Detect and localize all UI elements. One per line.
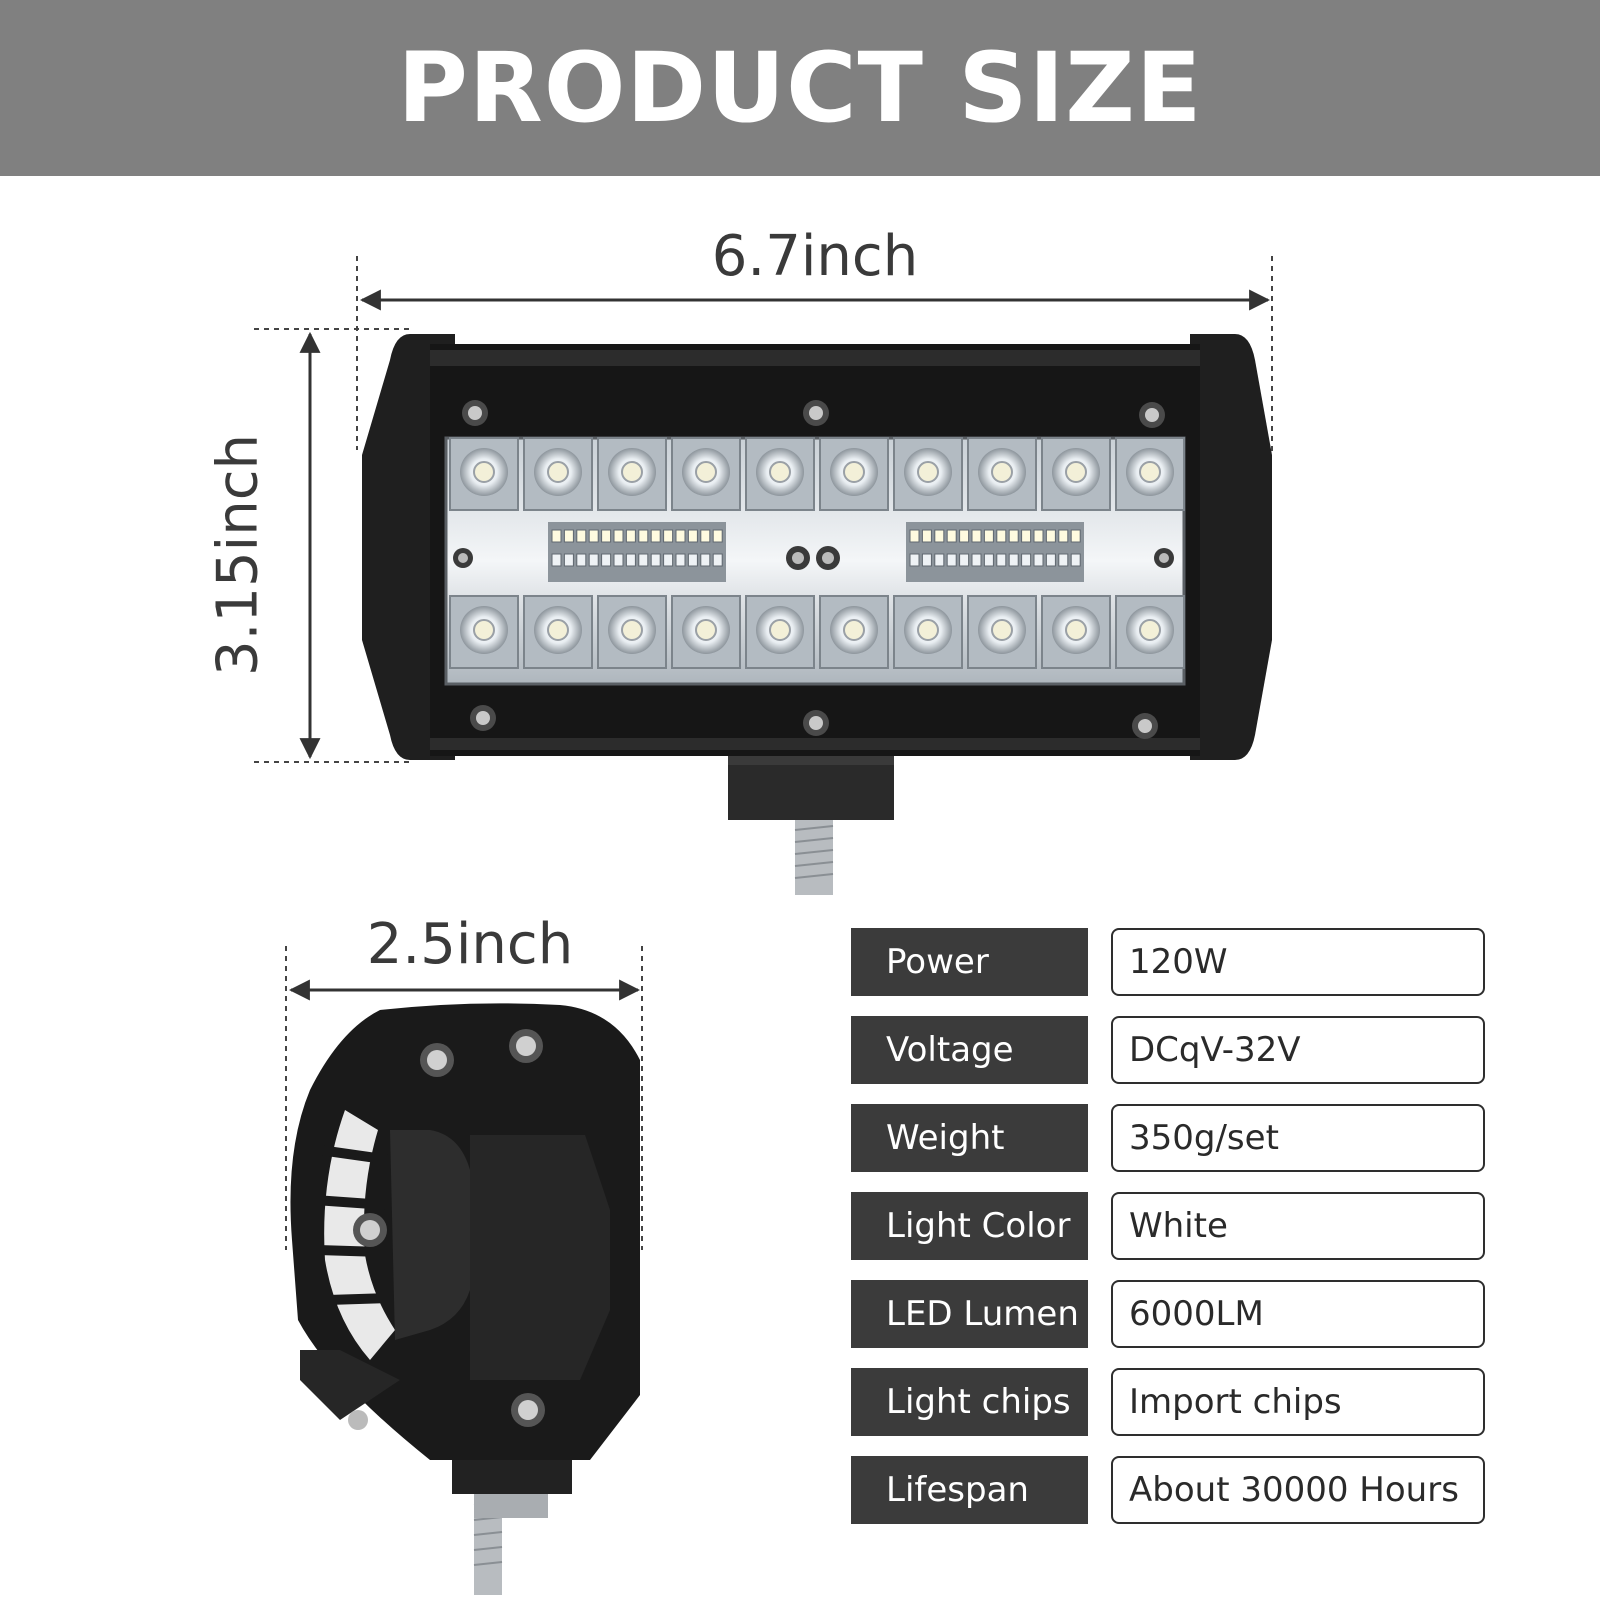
spec-row: Lifespan About 30000 Hours	[851, 1456, 1485, 1524]
spec-label: Lifespan	[851, 1456, 1088, 1524]
header-banner: PRODUCT SIZE	[0, 0, 1600, 176]
spec-label: Light Color	[851, 1192, 1088, 1260]
spec-value: Import chips	[1111, 1368, 1485, 1436]
spec-label: Weight	[851, 1104, 1088, 1172]
depth-dimension	[285, 946, 643, 1250]
spec-row: Light chips Import chips	[851, 1368, 1485, 1436]
spec-label: Power	[851, 928, 1088, 996]
height-dimension-label: 3.15inch	[205, 433, 271, 677]
spec-row: Weight 350g/set	[851, 1104, 1485, 1172]
depth-dimension-label: 2.5inch	[366, 912, 574, 977]
light-bar-side-view	[290, 1003, 640, 1595]
spec-row: Light Color White	[851, 1192, 1485, 1260]
spec-row: Voltage DCqV-32V	[851, 1016, 1485, 1084]
page-title: PRODUCT SIZE	[397, 32, 1203, 144]
width-dimension-label: 6.7inch	[711, 224, 919, 289]
spec-row: LED Lumen 6000LM	[851, 1280, 1485, 1348]
height-dimension	[254, 328, 412, 763]
spec-value: 350g/set	[1111, 1104, 1485, 1172]
light-bar-front-view	[362, 334, 1272, 895]
spec-label: Light chips	[851, 1368, 1088, 1436]
spec-row: Power 120W	[851, 928, 1485, 996]
width-dimension	[356, 256, 1273, 455]
spec-value: DCqV-32V	[1111, 1016, 1485, 1084]
spec-label: LED Lumen	[851, 1280, 1088, 1348]
spec-value: 120W	[1111, 928, 1485, 996]
spec-value: About 30000 Hours	[1111, 1456, 1485, 1524]
spec-label: Voltage	[851, 1016, 1088, 1084]
spec-value: White	[1111, 1192, 1485, 1260]
spec-value: 6000LM	[1111, 1280, 1485, 1348]
